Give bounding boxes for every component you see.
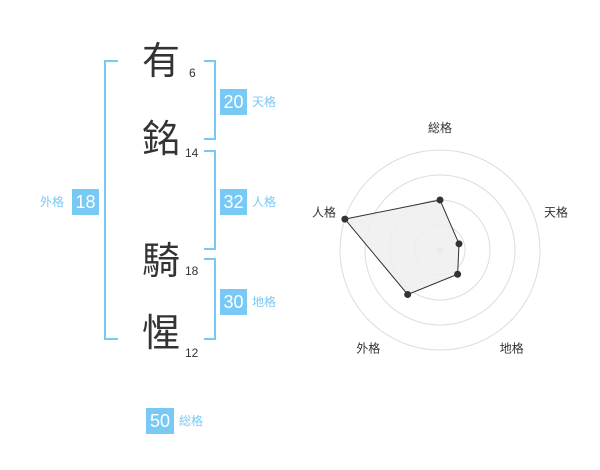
chi-badge: 30 (220, 289, 247, 315)
radar-axis-label: 総格 (428, 120, 452, 135)
stroke-count-2: 14 (185, 146, 199, 160)
kanji-2: 銘 (142, 117, 181, 161)
gai-label: 外格 (40, 195, 65, 209)
stroke-count-4: 12 (185, 346, 199, 360)
stroke-count-1: 6 (189, 66, 196, 80)
gai-badge: 18 (72, 189, 99, 215)
kanji-4: 惺 (142, 311, 181, 355)
radar-area (343, 199, 460, 296)
jin-bracket (204, 150, 216, 250)
chi-bracket (204, 258, 216, 340)
ten-badge: 20 (220, 89, 247, 115)
radar-ring (339, 149, 541, 351)
radar-point-2 (455, 240, 463, 248)
radar-axis-label: 外格 (356, 341, 380, 356)
jin-badge: 32 (220, 189, 247, 215)
radar-axis-label: 天格 (544, 204, 568, 219)
radar-point-1 (436, 196, 444, 204)
chi-label: 地格 (252, 295, 277, 309)
radar-point-4 (404, 290, 412, 298)
total-label: 総格 (179, 414, 204, 428)
outer-bracket (104, 60, 118, 340)
ten-bracket (204, 60, 216, 140)
radar-axis-label: 地格 (500, 341, 524, 356)
total-badge: 50 (146, 408, 174, 434)
kanji-1: 有 (142, 39, 181, 83)
radar-axis-label: 人格 (312, 204, 336, 219)
stroke-count-3: 18 (185, 264, 199, 278)
jin-label: 人格 (252, 195, 277, 209)
radar-ring (364, 174, 516, 326)
radar-point-5 (341, 215, 349, 223)
kanji-3: 騎 (142, 239, 181, 283)
ten-label: 天格 (252, 95, 277, 109)
radar-point-3 (454, 270, 462, 278)
